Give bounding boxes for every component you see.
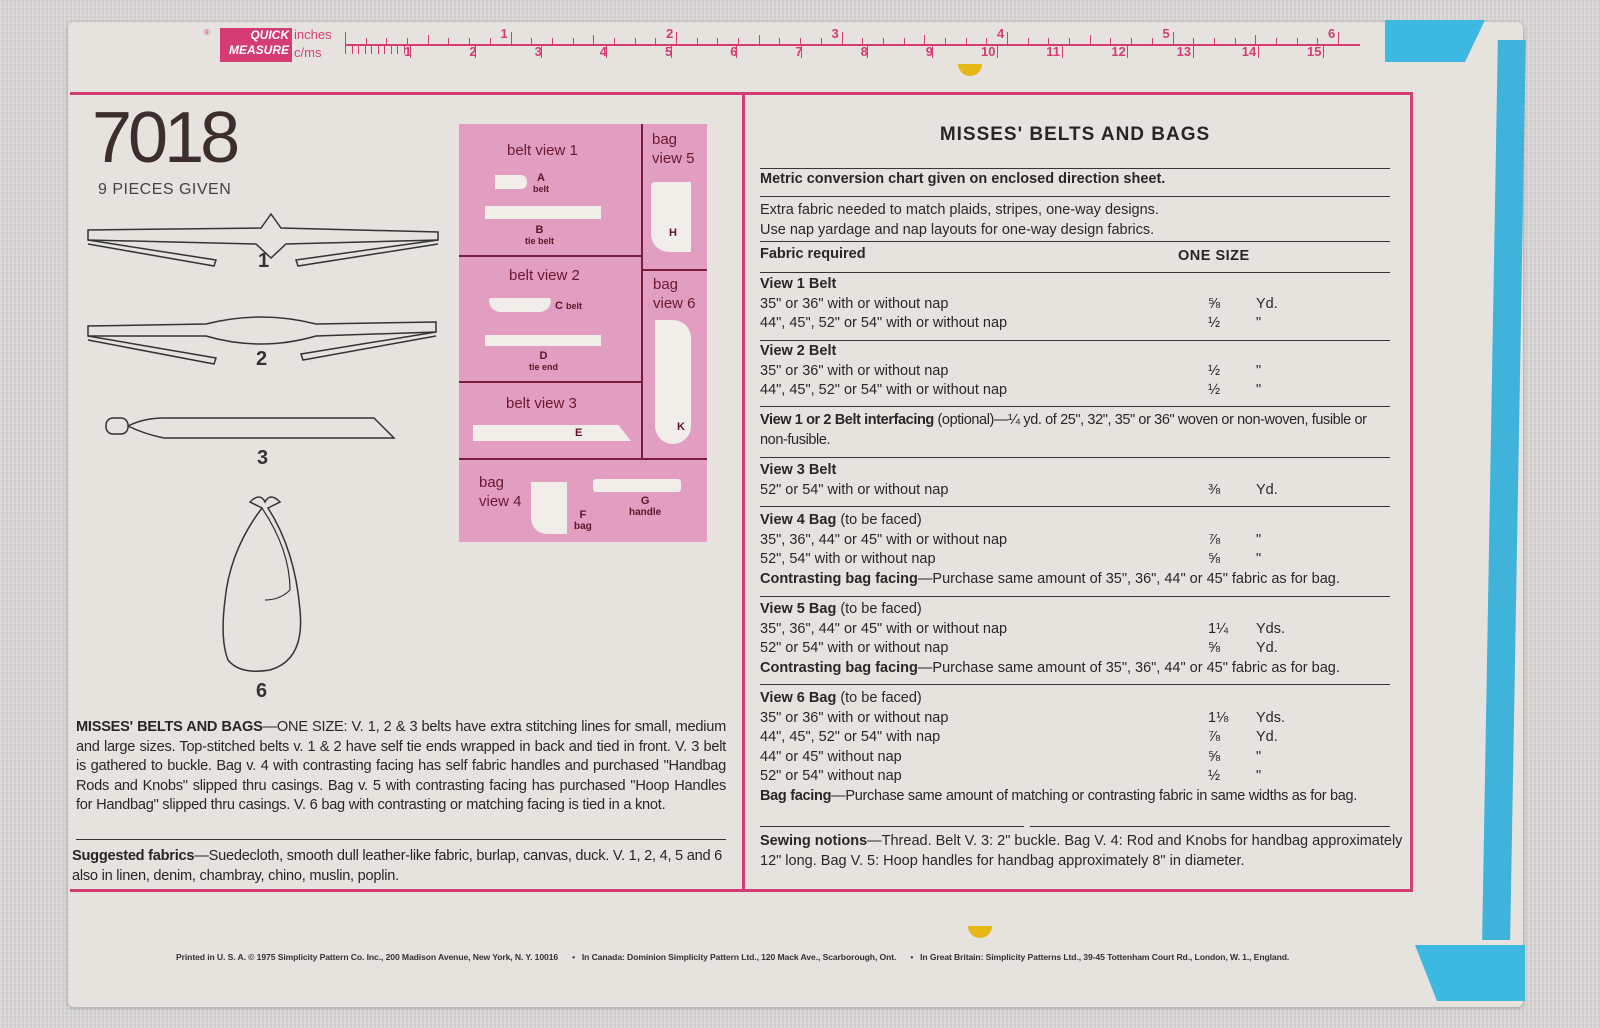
piece-c-label: C belt [555, 300, 583, 312]
ruler-inch-mark: 1 [500, 26, 508, 41]
ruler-inch-mark: 2 [666, 26, 674, 41]
blue-tape-bottom [1415, 945, 1525, 1001]
pattern-number: 7018 [92, 98, 240, 178]
footer-canada: In Canada: Dominion Simplicity Pattern L… [581, 952, 897, 962]
pattern-envelope [68, 22, 1523, 1007]
metric-note: Metric conversion chart given on enclose… [760, 171, 1166, 187]
ruler-inch-mark: 5 [1162, 26, 1170, 41]
ruler-cm-mark: 7 [795, 44, 803, 59]
suggested-fabrics: Suggested fabrics—Suedecloth, smooth dul… [72, 848, 722, 884]
piece-f [531, 482, 567, 534]
content-frame [70, 92, 1413, 892]
pattern-description: MISSES' BELTS AND BAGS—ONE SIZE: V. 1, 2… [76, 719, 726, 813]
piece-h-label: H [669, 227, 677, 239]
ruler-cm-mark: 3 [534, 44, 542, 59]
layout-title-belt-view2: belt view 2 [509, 267, 580, 284]
interfacing-note: View 1 or 2 Belt interfacing (optional)—… [760, 412, 1367, 448]
footer-printed: Printed in U. S. A. © 1975 Simplicity Pa… [176, 952, 559, 962]
ruler-cm-mark: 2 [469, 44, 477, 59]
footer-britain: In Great Britain: Simplicity Patterns Lt… [920, 952, 1290, 962]
view-number-1: 1 [258, 250, 270, 272]
yellow-mark [968, 926, 992, 938]
piece-b [485, 206, 601, 219]
ruler-inch-mark: 4 [997, 26, 1005, 41]
ruler-cm-mark: 4 [599, 44, 608, 59]
bag-view6-sketch [222, 496, 302, 672]
cms-label: c/ms [294, 45, 322, 60]
belt-view2-sketch [87, 316, 437, 365]
publisher-footer: Printed in U. S. A. © 1975 Simplicity Pa… [176, 952, 1290, 962]
belt-view1-sketch [87, 212, 439, 267]
ruler-inch-mark: 6 [1328, 26, 1336, 41]
piece-k [655, 320, 691, 444]
ruler-cm-mark: 1 [404, 44, 412, 59]
ruler-cm-mark: 10 [981, 44, 996, 59]
left-divider [76, 839, 726, 840]
ruler-cm-mark: 5 [665, 44, 673, 59]
piece-d [485, 335, 601, 346]
size-header: ONE SIZE [1178, 248, 1250, 264]
ruler-cm-mark: 13 [1176, 44, 1192, 59]
pieces-given: 9 PIECES GIVEN [98, 181, 232, 198]
ruler-inch-mark: 3 [831, 26, 839, 41]
quick-measure-badge: QUICK MEASURE [220, 28, 292, 62]
piece-g [593, 479, 681, 492]
extra-fabric-note: Extra fabric needed to match plaids, str… [760, 202, 1159, 238]
piece-e [473, 425, 631, 441]
view-number-3: 3 [257, 447, 269, 469]
yellow-mark [958, 64, 982, 76]
piece-k-label: K [677, 421, 685, 433]
layout-title-belt-view3: belt view 3 [506, 395, 577, 412]
ruler-cm-mark: 9 [925, 44, 934, 59]
inches-label: inches [294, 27, 332, 42]
registered-mark: ® [204, 28, 210, 37]
piece-c [489, 298, 551, 312]
column-divider [742, 92, 745, 889]
piece-h [651, 182, 691, 252]
piece-e-label: E [575, 427, 583, 439]
ruler-cm-mark: 11 [1046, 44, 1060, 59]
ruler-cm-mark: 6 [730, 44, 738, 59]
ruler-cm-mark: 8 [860, 44, 868, 59]
chart-title: MISSES' BELTS AND BAGS [939, 124, 1211, 145]
ruler-cm-mark: 12 [1111, 44, 1126, 59]
view-number-6: 6 [256, 680, 268, 702]
ruler-cm-mark: 15 [1307, 44, 1322, 59]
belt-view3-sketch [105, 417, 396, 439]
view-number-2: 2 [256, 348, 268, 370]
sewing-notions: Sewing notions—Thread. Belt V. 3: 2" buc… [760, 833, 1403, 869]
ruler-cm-mark: 14 [1241, 44, 1257, 59]
fabric-required-label: Fabric required [760, 246, 866, 262]
ruler-baseline [345, 44, 1360, 46]
layout-title-belt-view1: belt view 1 [507, 142, 578, 159]
piece-a [495, 175, 527, 189]
